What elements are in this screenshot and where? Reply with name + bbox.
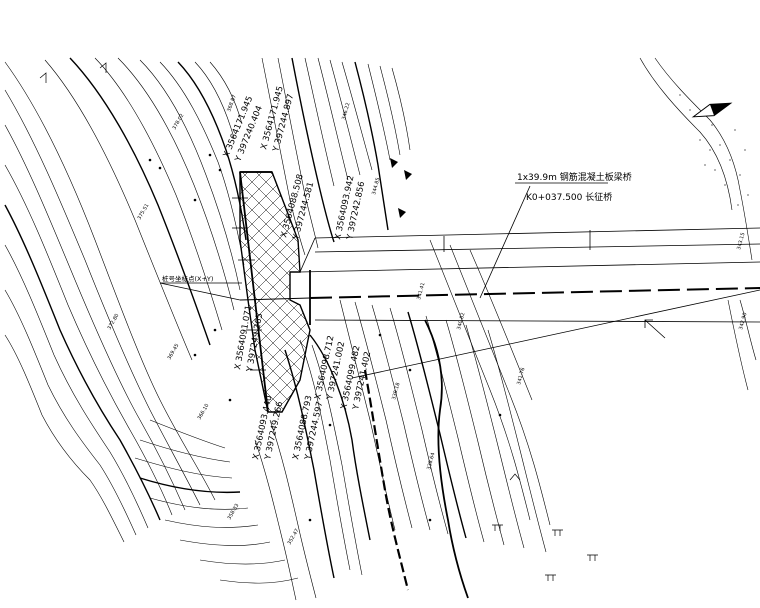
spot-elevations: 368.87 346.22 344.85 341.41 340.82 339.1… <box>107 94 749 546</box>
rock-outcrop-stipple <box>679 94 749 206</box>
svg-text:341.41: 341.41 <box>416 282 426 300</box>
north-arrow-icon <box>691 102 733 118</box>
flow-arrow-icon <box>644 319 666 339</box>
river-bank <box>309 319 469 599</box>
bridge-station-label: K0+037.500 长征桥 <box>526 191 612 203</box>
svg-text:340.82: 340.82 <box>456 312 466 330</box>
svg-text:339.18: 339.18 <box>391 382 401 400</box>
contour-lines-upper <box>261 57 411 256</box>
svg-text:368.87: 368.87 <box>226 94 238 112</box>
svg-text:346.22: 346.22 <box>341 102 351 120</box>
svg-text:341.76: 341.76 <box>516 367 526 385</box>
contour-lines-left <box>4 57 299 584</box>
svg-text:338.64: 338.64 <box>426 452 436 470</box>
bridge-name-label: 1x39.9m 钢筋混凝土板梁桥 <box>517 171 632 183</box>
svg-text:344.85: 344.85 <box>371 177 381 195</box>
survey-points <box>148 153 502 522</box>
contour-lines-right <box>429 57 757 526</box>
survey-triangles <box>390 158 412 218</box>
leader-lines <box>160 182 760 379</box>
bridge-abutment <box>232 171 316 413</box>
pile-note-label: 桩号坐标点(X+Y) <box>162 274 213 283</box>
bridge-deck <box>299 227 760 323</box>
tree-symbols <box>39 62 598 581</box>
svg-text:342.90: 342.90 <box>738 312 748 330</box>
contour-lines-lower <box>254 299 547 601</box>
svg-text:343.15: 343.15 <box>736 232 746 250</box>
